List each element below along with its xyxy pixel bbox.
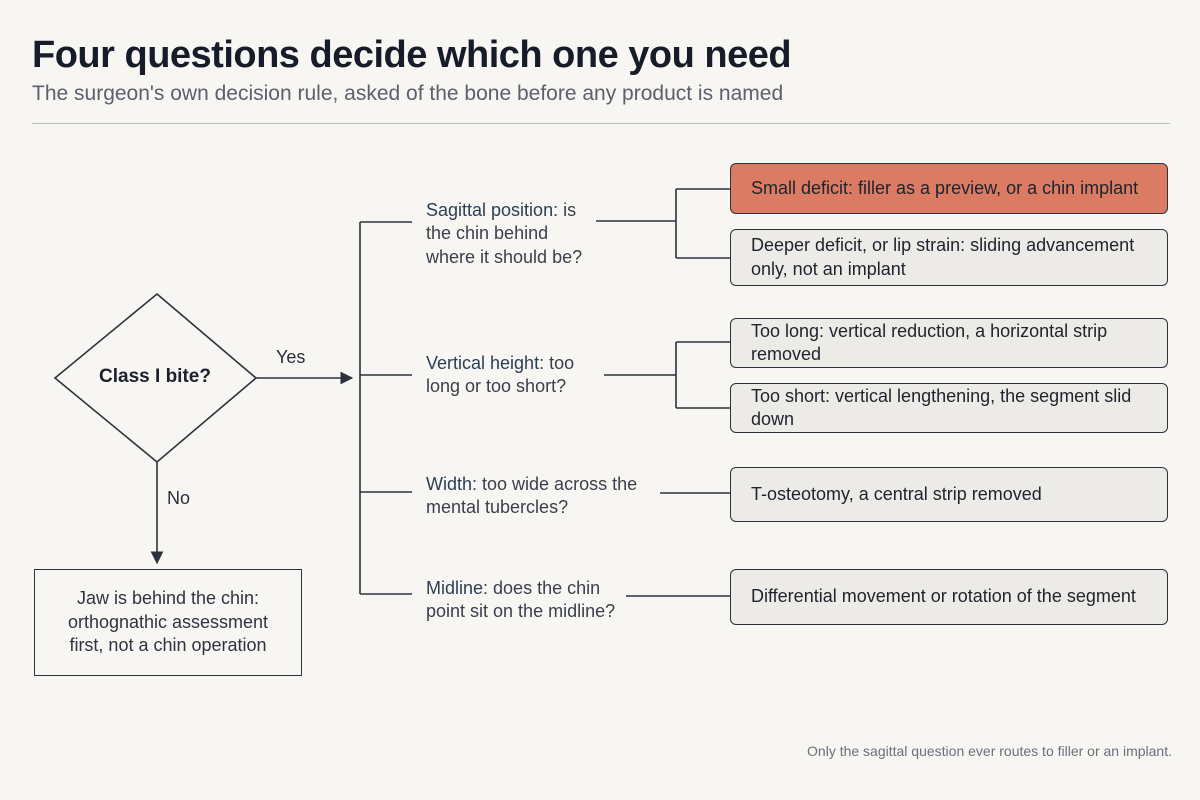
answer-too-long-text: Too long: vertical reduction, a horizont… — [751, 320, 1108, 364]
question-vertical-text: too long or too short? — [426, 353, 575, 397]
question-width-lead: Width: — [426, 474, 478, 494]
question-midline-lead: Midline: — [426, 578, 489, 598]
yes-label: Yes — [276, 347, 306, 367]
answer-deeper-deficit-text: Deeper deficit, or lip strain: sliding a… — [751, 235, 1135, 279]
answer-small-deficit-text: Small deficit: filler as a preview, or a… — [751, 177, 1139, 198]
footnote: Only the sagittal question ever routes t… — [807, 743, 1172, 759]
question-sagittal-lead: Sagittal position: — [426, 200, 559, 220]
question-sagittal-text: is the chin behind where it should be? — [426, 200, 583, 267]
decision-label: Class I bite? — [99, 366, 211, 387]
answer-too-long: Too long: vertical reduction, a horizont… — [730, 318, 1168, 368]
question-sagittal: Sagittal position: is the chin behind wh… — [426, 199, 596, 269]
page-title: Four questions decide which one you need — [32, 34, 792, 76]
answer-midline-text: Differential movement or rotation of the… — [751, 586, 1136, 607]
no-outcome-text: Jaw is behind the chin: orthognathic ass… — [67, 588, 269, 656]
answer-width-text: T-osteotomy, a central strip removed — [751, 483, 1042, 504]
answer-too-short: Too short: vertical lengthening, the seg… — [730, 383, 1168, 433]
no-label: No — [167, 488, 191, 508]
header-divider — [32, 123, 1170, 124]
page-subtitle: The surgeon's own decision rule, asked o… — [32, 82, 784, 105]
answer-midline: Differential movement or rotation of the… — [730, 569, 1168, 625]
answer-small-deficit: Small deficit: filler as a preview, or a… — [730, 163, 1168, 214]
question-vertical: Vertical height: too long or too short? — [426, 352, 606, 399]
question-midline: Midline: does the chin point sit on the … — [426, 577, 626, 624]
no-outcome-box: Jaw is behind the chin: orthognathic ass… — [34, 569, 302, 676]
question-width: Width: too wide across the mental tuberc… — [426, 473, 656, 520]
question-width-text: too wide across the mental tubercles? — [426, 474, 638, 518]
answer-too-short-text: Too short: vertical lengthening, the seg… — [751, 385, 1132, 429]
answer-deeper-deficit: Deeper deficit, or lip strain: sliding a… — [730, 229, 1168, 286]
answer-width: T-osteotomy, a central strip removed — [730, 467, 1168, 522]
question-vertical-lead: Vertical height: — [426, 353, 545, 373]
question-midline-text: does the chin point sit on the midline? — [426, 578, 616, 622]
